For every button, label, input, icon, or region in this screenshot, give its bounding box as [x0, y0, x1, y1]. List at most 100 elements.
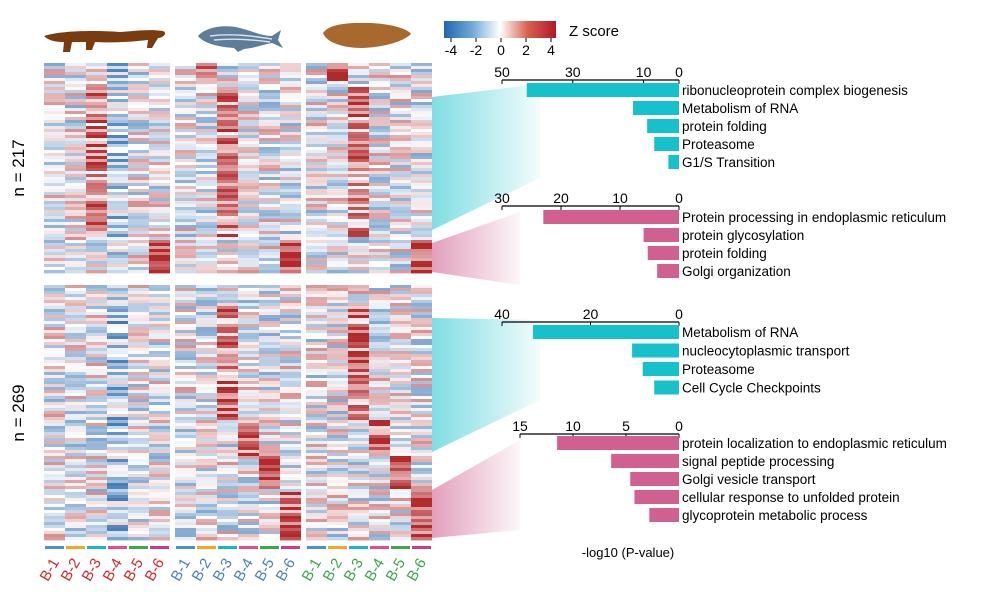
enrichment-bar — [543, 210, 679, 224]
column-color-bar — [370, 546, 389, 549]
panel-tick-label: 0 — [675, 418, 683, 434]
column-color-bars — [45, 546, 431, 549]
panel-tick-label: 10 — [612, 190, 628, 206]
column-color-bar — [412, 546, 431, 549]
legend-tick-label: -4 — [445, 42, 458, 58]
enrichment-bar — [657, 264, 679, 278]
enrichment-bar — [630, 472, 679, 486]
term-label: protein glycosylation — [682, 228, 804, 243]
column-color-bar — [281, 546, 300, 549]
enrichment-bar — [647, 119, 679, 133]
sample-label: B-5 — [252, 556, 278, 585]
sample-label: B-1 — [37, 556, 63, 585]
term-label: Proteasome — [682, 362, 755, 377]
term-label: nucleocytoplasmic transport — [682, 344, 850, 359]
sample-label: B-3 — [79, 556, 105, 585]
sample-label: B-3 — [341, 556, 367, 585]
term-label: signal peptide processing — [682, 454, 834, 469]
sample-label: B-6 — [142, 556, 168, 585]
column-color-bar — [150, 546, 169, 549]
term-label: Metabolism of RNA — [682, 325, 798, 340]
zebrafish-silhouette-icon — [198, 26, 283, 52]
column-color-bar — [218, 546, 237, 549]
enrichment-bar — [632, 343, 679, 358]
enrichment-bar — [649, 508, 679, 522]
sample-label: B-1 — [299, 556, 325, 585]
connector-1 — [432, 84, 540, 230]
legend-tick-label: 0 — [497, 42, 505, 58]
enrichment-bar — [643, 228, 679, 242]
block-count-bottom: n = 269 — [9, 384, 28, 441]
sample-label: B-6 — [273, 556, 299, 585]
enrichment-bar — [632, 101, 679, 115]
legend-ticks: -4 -2 0 2 4 — [445, 38, 555, 58]
enrichment-bar — [557, 436, 679, 450]
panel-tick-label: 0 — [675, 190, 683, 206]
sample-label: B-6 — [404, 556, 430, 585]
block-count-top: n = 217 — [9, 139, 28, 196]
enrichment-bar — [668, 155, 679, 169]
zscore-legend: Z score -4 -2 0 2 4 — [444, 21, 619, 58]
enrichment-bar — [634, 490, 679, 504]
enrichment-bar — [611, 454, 679, 468]
term-label: G1/S Transition — [682, 155, 775, 170]
column-color-bar — [129, 546, 148, 549]
enrichment-bar — [654, 380, 679, 395]
organism-icons — [44, 22, 411, 52]
enrichment-bar — [654, 137, 679, 151]
legend-tick-label: -2 — [470, 42, 483, 58]
panel-tick-label: 20 — [553, 190, 569, 206]
column-color-bar — [307, 546, 326, 549]
sample-label: B-2 — [58, 556, 84, 585]
sample-label: B-5 — [383, 556, 409, 585]
column-color-bar — [197, 546, 216, 549]
column-color-bar — [45, 546, 64, 549]
column-color-bar — [260, 546, 279, 549]
panel-tick-label: 10 — [565, 418, 581, 434]
panel-tick-label: 30 — [565, 64, 581, 80]
panel-tick-label: 0 — [675, 64, 683, 80]
panel-tick-label: 50 — [494, 64, 510, 80]
legend-title: Z score — [569, 23, 619, 40]
term-label: Golgi vesicle transport — [682, 472, 816, 487]
term-label: cellular response to unfolded protein — [682, 490, 900, 505]
zscore-colorbar — [444, 21, 556, 38]
sample-label: B-4 — [362, 556, 388, 585]
legend-tick-label: 2 — [522, 42, 530, 58]
salamander-silhouette-icon — [44, 30, 166, 52]
legend-tick-label: 4 — [547, 42, 555, 58]
sample-label: B-4 — [100, 556, 126, 585]
connector-2 — [432, 212, 520, 285]
term-label: protein folding — [682, 246, 767, 261]
sample-label: B-2 — [189, 556, 215, 585]
sample-label: B-3 — [210, 556, 236, 585]
column-color-bar — [349, 546, 368, 549]
panel-tick-label: 40 — [494, 306, 510, 322]
panel-tick-label: 0 — [675, 306, 683, 322]
column-color-bar — [391, 546, 410, 549]
term-label: Protein processing in endoplasmic reticu… — [682, 210, 946, 225]
column-color-bar — [87, 546, 106, 549]
connector-4 — [432, 440, 520, 538]
enrichment-bar — [642, 362, 679, 376]
term-label: Golgi organization — [682, 264, 791, 279]
connector-3 — [432, 318, 540, 452]
panel-tick-label: 10 — [636, 64, 652, 80]
panel-tick-label: 30 — [494, 190, 510, 206]
enrichment-bar — [647, 246, 679, 260]
heatmap — [44, 63, 432, 541]
term-label: protein folding — [682, 119, 767, 134]
column-color-bar — [108, 546, 127, 549]
column-color-bar — [176, 546, 195, 549]
sample-label: B-2 — [320, 556, 346, 585]
sample-label: B-1 — [168, 556, 194, 585]
planarian-silhouette-icon — [323, 22, 411, 48]
panel-tick-label: 20 — [583, 306, 599, 322]
panel-tick-label: 15 — [512, 418, 528, 434]
